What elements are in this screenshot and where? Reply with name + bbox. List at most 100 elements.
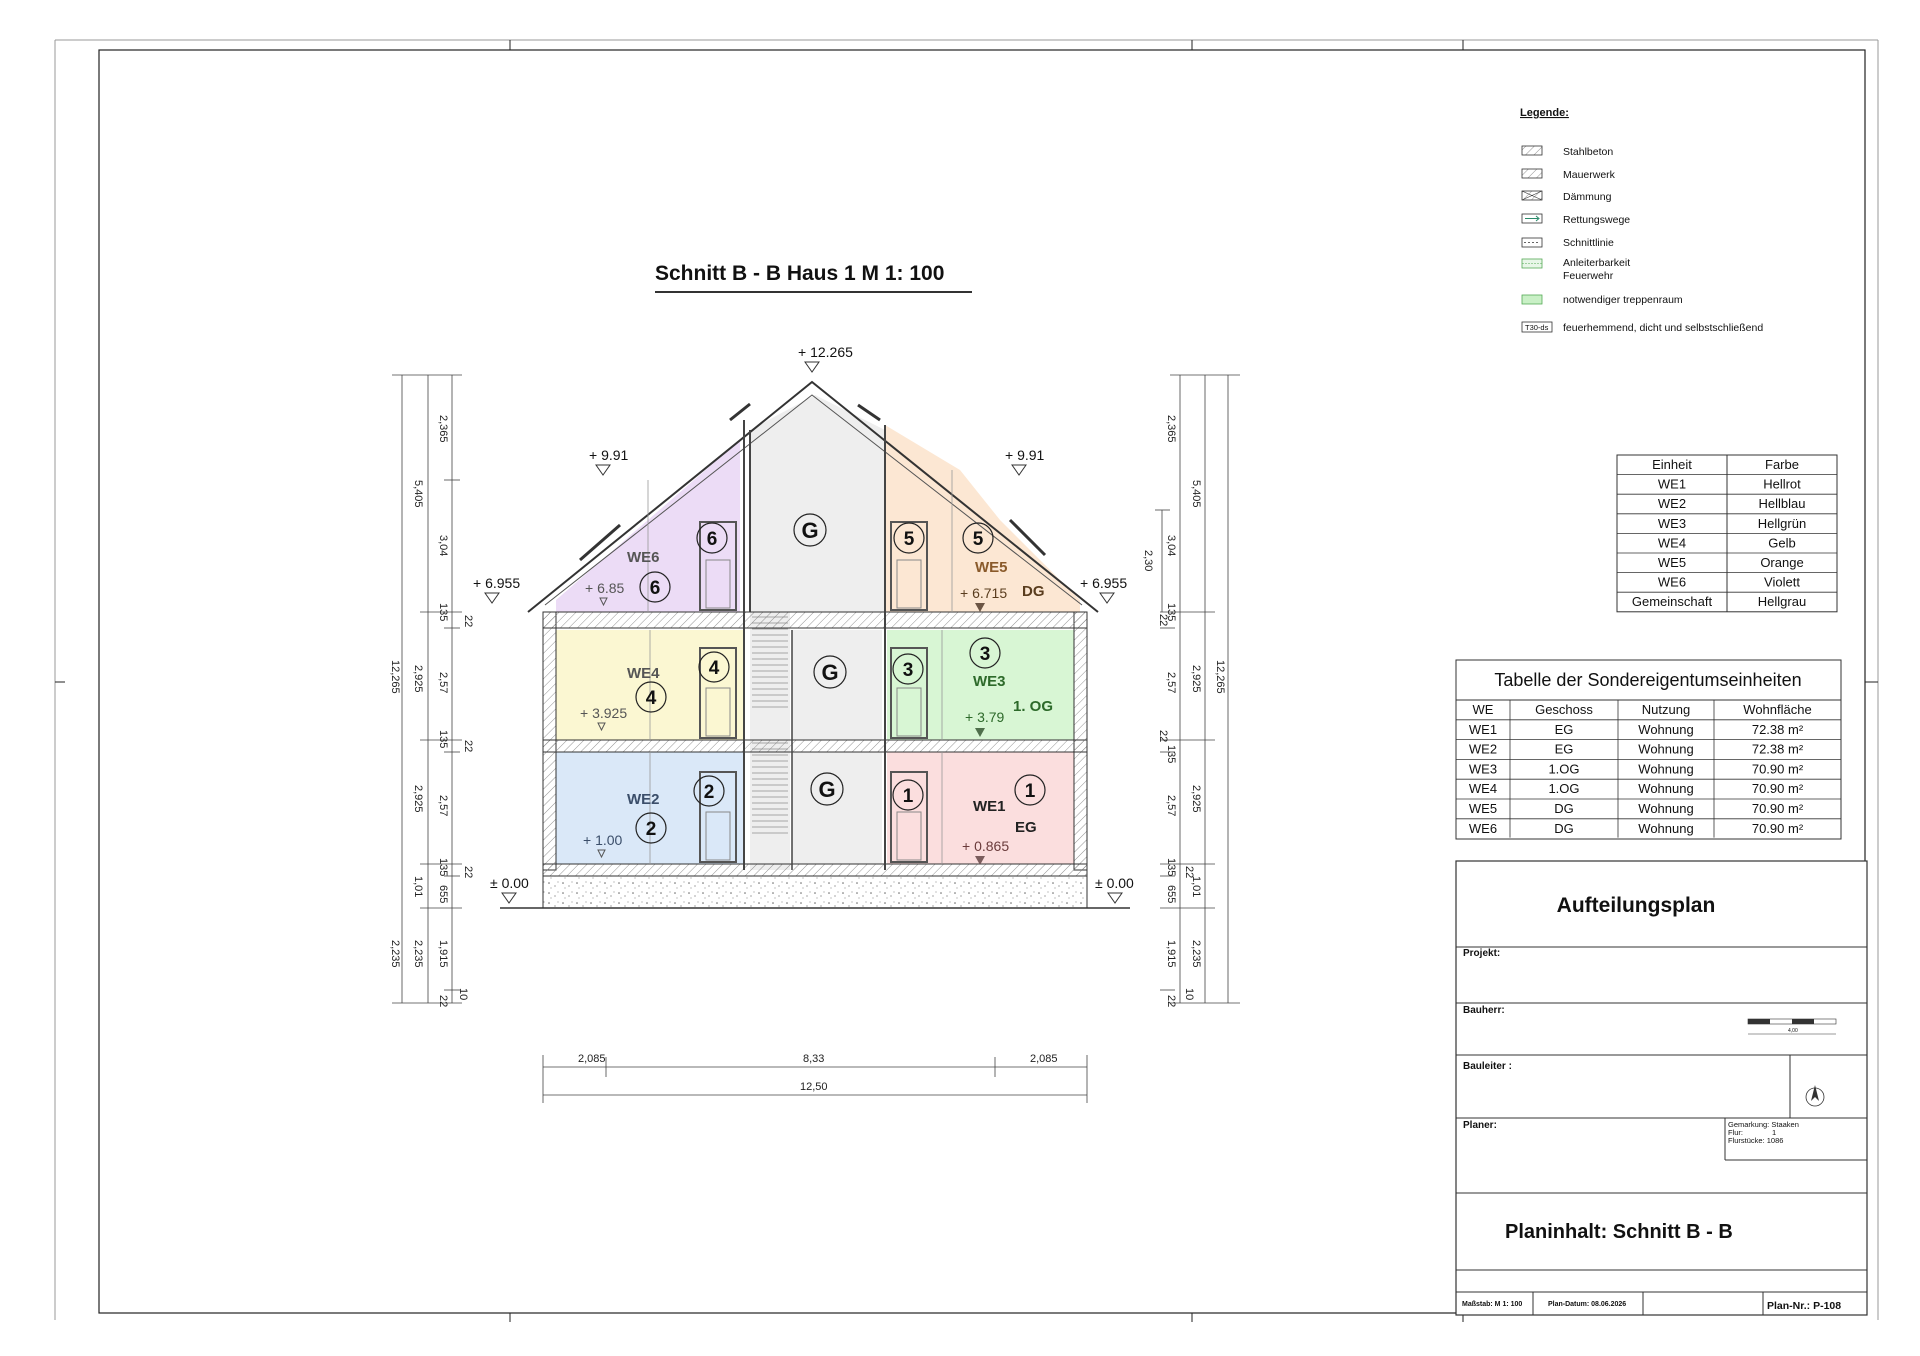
title-block: Aufteilungsplan Projekt: Bauherr: 4,00 B… — [1455, 860, 1868, 1316]
dim-right-22a: 22 — [1157, 614, 1169, 626]
we2-level: + 1.00 — [583, 832, 623, 848]
we3-level-marker — [975, 728, 985, 737]
sheet-frame — [54, 39, 1879, 1322]
eg-common-area — [792, 752, 882, 864]
dim-left-inner-135a: 135 — [437, 603, 449, 621]
slab-eg — [542, 863, 1088, 877]
door-we2 — [699, 771, 737, 863]
ridge-marker — [804, 361, 820, 373]
eave-left-upper-marker — [595, 464, 611, 476]
we5-label: WE5 — [975, 559, 1008, 576]
dim-right-22c: 22 — [1183, 866, 1195, 878]
color-table-cell: Violett — [1764, 575, 1800, 590]
dim-left-inner-10: 10 — [457, 988, 469, 1000]
plan-datum: Plan-Datum: 08.06.2026 — [1548, 1301, 1626, 1308]
door-we3 — [890, 647, 928, 739]
unit-table-cell: EG — [1555, 722, 1574, 737]
door-we6 — [699, 521, 737, 611]
color-table-header: Einheit — [1652, 457, 1692, 472]
we6-door-number: 6 — [707, 529, 718, 550]
dim-left-mid-eg: 2,925 — [412, 785, 424, 813]
legend-item-stahlbeton: Stahlbeton — [1521, 145, 1613, 158]
unit-table-cell: 72.38 m² — [1752, 722, 1804, 737]
eave-right-lower-marker — [1099, 592, 1115, 604]
legend-item-schnittlinie: Schnittlinie — [1521, 237, 1614, 249]
eave-right-upper-level: + 9.91 — [1005, 447, 1045, 463]
dimension-labels-left: 12,265 2,235 5,405 2,925 2,925 1,01 2,23… — [389, 415, 474, 1007]
dim-left-inner-dg: 3,04 — [437, 535, 449, 556]
dim-left-mid-top: 5,405 — [412, 480, 424, 508]
legend-label: Stahlbeton — [1563, 146, 1613, 158]
we4-door-number: 4 — [709, 658, 720, 679]
flur-value: 1 — [1772, 1128, 1776, 1137]
dim-right-inner-10: 10 — [1183, 988, 1195, 1000]
we3-floor: 1. OG — [1013, 698, 1053, 715]
we3-door-number: 3 — [903, 660, 914, 681]
legend-label: Dämmung — [1563, 191, 1612, 203]
dim-left-mid-1og: 2,925 — [412, 665, 424, 693]
dim-right-inner-eg: 2,57 — [1165, 795, 1177, 816]
legend-tag: T30-ds — [1525, 323, 1549, 332]
bauherr-label: Bauherr: — [1463, 1005, 1505, 1016]
we1-number: 1 — [1025, 781, 1036, 802]
unit-table-cell: 70.90 m² — [1752, 821, 1804, 836]
unit-table-cell: Wohnung — [1638, 821, 1693, 836]
we1-level-marker — [975, 856, 985, 865]
color-table-header: Farbe — [1765, 457, 1799, 472]
roof-window-right — [1008, 518, 1047, 557]
common-dg-label: G — [801, 518, 818, 543]
dim-left-inner-top: 2,365 — [437, 415, 449, 443]
unit-table-header: Nutzung — [1642, 702, 1690, 717]
unit-table-cell: WE1 — [1469, 722, 1497, 737]
massstab: Maßstab: M 1: 100 — [1462, 1301, 1522, 1308]
dimension-chain-right — [1155, 374, 1240, 1004]
legend-label: Anleiterbarkeit — [1563, 257, 1630, 269]
ground-left-level: ± 0.00 — [490, 875, 529, 891]
legend-title: Legende: — [1520, 107, 1569, 119]
we6-number: 6 — [650, 578, 661, 599]
flur-label: Flur: — [1728, 1128, 1743, 1137]
color-table-cell: WE2 — [1658, 496, 1686, 511]
dim-right-mid-1og: 2,925 — [1190, 665, 1202, 693]
legend-item-daemmung: Dämmung — [1521, 190, 1612, 203]
we1-floor: EG — [1015, 819, 1037, 836]
projekt-label: Projekt: — [1463, 948, 1500, 959]
roof-window-top-left — [729, 402, 751, 422]
unit-table-cell: 70.90 m² — [1752, 781, 1804, 796]
legend: Legende: Stahlbeton Mauerwerk Dämmung Re… — [1520, 107, 1763, 334]
we1-label: WE1 — [973, 798, 1006, 815]
we2-label: WE2 — [627, 791, 660, 808]
color-table-cell: Hellgrün — [1758, 516, 1806, 531]
color-table-cell: Gelb — [1768, 535, 1795, 550]
stair-treads-lower — [752, 740, 788, 835]
dim-right-inner-135a: 135 — [1165, 603, 1177, 621]
dim-bottom-right: 2,085 — [1030, 1053, 1058, 1065]
dim-right-inner-135b: 135 — [1165, 745, 1177, 763]
unit-table-cell: Wohnung — [1638, 722, 1693, 737]
unit-table-cell: WE2 — [1469, 742, 1497, 757]
common-og-label: G — [821, 660, 838, 685]
dim-right-inner-below: 1,915 — [1165, 940, 1177, 968]
unit-table-cell: Wohnung — [1638, 781, 1693, 796]
legend-label: notwendiger treppenraum — [1563, 294, 1683, 306]
we4-level: + 3.925 — [580, 705, 627, 721]
dim-left-inner-og: 2,57 — [437, 672, 449, 693]
dim-left-inner-655: 655 — [437, 885, 449, 903]
color-table-cell: WE6 — [1658, 575, 1686, 590]
dim-right-22d: 22 — [1165, 995, 1177, 1007]
dim-left-outer-below: 2,235 — [389, 940, 401, 968]
dim-right-inner-top: 2,365 — [1165, 415, 1177, 443]
we4-label: WE4 — [627, 665, 660, 682]
roof-window-left — [579, 523, 621, 562]
unit-table-cell: Wohnung — [1638, 742, 1693, 757]
dim-left-22b: 22 — [462, 740, 474, 752]
we1-level: + 0.865 — [962, 838, 1009, 854]
slab-og — [542, 739, 1088, 753]
planer-label: Planer: — [1463, 1120, 1497, 1131]
we2-door-number: 2 — [704, 782, 715, 803]
dim-right-mid-below: 2,235 — [1190, 940, 1202, 968]
ground-left-marker — [501, 892, 517, 904]
unit-table-cell: 70.90 m² — [1752, 761, 1804, 776]
